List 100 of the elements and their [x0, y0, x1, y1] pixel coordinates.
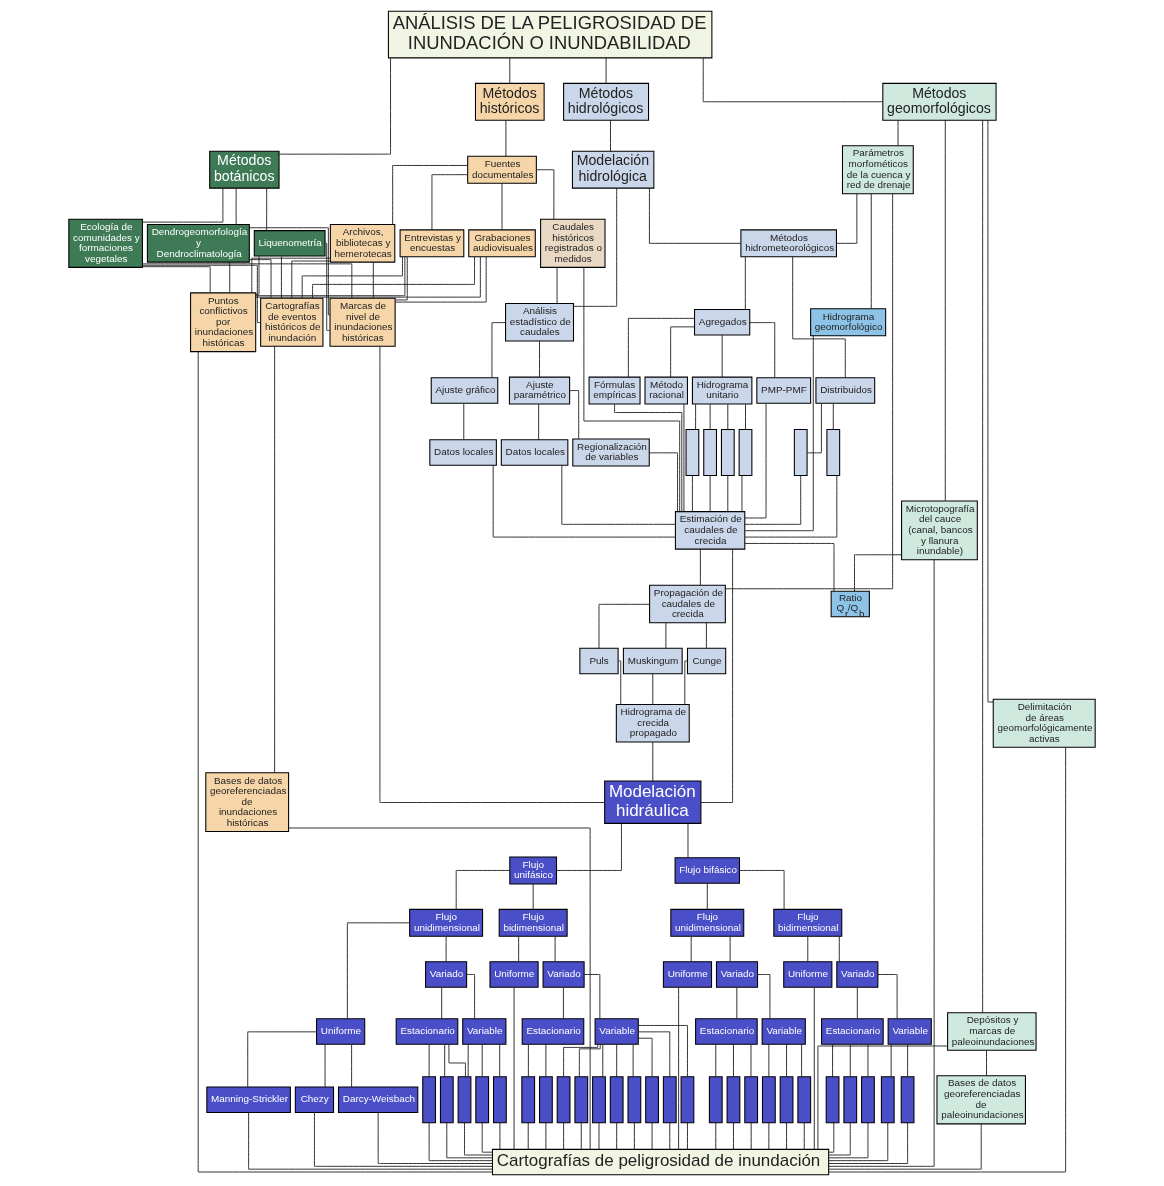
node-box	[574, 1076, 589, 1124]
connector	[801, 1043, 803, 1078]
connector	[637, 1025, 688, 1078]
node-box	[861, 1076, 875, 1124]
connector	[499, 1122, 501, 1150]
connector	[235, 187, 237, 225]
connector	[807, 935, 809, 962]
connector	[838, 935, 840, 962]
node-box	[493, 1076, 507, 1124]
connector	[583, 974, 601, 1019]
connector	[351, 1043, 353, 1088]
connector	[648, 452, 678, 513]
connector	[828, 1122, 889, 1162]
connector	[464, 1122, 493, 1156]
node-box	[826, 428, 841, 477]
node-box: Modelación hidrológica	[571, 150, 655, 189]
connector	[687, 822, 689, 859]
node-box: Parámetros morfométicos de la cuenca y red de drenaje	[841, 145, 914, 195]
node-box: Hidrograma unitario	[691, 376, 753, 405]
node-box: Datos locales	[500, 439, 569, 466]
connector	[255, 256, 481, 298]
node-box: Datos locales	[429, 439, 497, 466]
connector	[394, 256, 487, 303]
connector	[499, 1043, 501, 1078]
connector	[709, 403, 711, 430]
connector	[729, 935, 731, 962]
connector	[684, 660, 688, 705]
node-box: Variable	[594, 1018, 639, 1045]
connector	[727, 475, 729, 512]
connector	[573, 187, 618, 307]
connector	[670, 326, 695, 378]
node-box	[680, 1076, 695, 1124]
node-box: Entrevistas y encuestas	[399, 229, 465, 258]
node-box	[521, 1076, 536, 1124]
node-box: Ecología de comunidades y formaciones vegetales	[68, 218, 143, 268]
node-box	[703, 428, 717, 477]
connector	[598, 1122, 600, 1150]
connector	[744, 475, 802, 525]
connector	[197, 351, 493, 1173]
connector	[828, 1122, 835, 1153]
node-box	[422, 1076, 436, 1124]
connector	[481, 1122, 493, 1153]
node-box: PMP-PMF	[756, 377, 812, 404]
connector	[744, 475, 838, 538]
connector	[733, 1043, 734, 1078]
node-box: Fórmulas empíricas	[588, 376, 641, 405]
node-box	[556, 1076, 571, 1124]
connector	[817, 1045, 948, 1150]
node-box: Bases de datos georeferenciadas de paleoinundaciones	[936, 1075, 1026, 1125]
connector	[288, 827, 591, 1150]
connector	[431, 174, 469, 231]
node-box: Cartografías de eventos históricos de inundación	[260, 297, 324, 347]
connector	[578, 1043, 601, 1078]
node-box	[793, 428, 808, 477]
connector	[702, 57, 883, 103]
connector	[505, 119, 507, 157]
node-box: Variado	[836, 961, 879, 988]
connector	[539, 340, 540, 378]
node-box: Regionalización de variables	[572, 438, 650, 467]
connector	[944, 119, 946, 502]
node-box: Cunge	[686, 647, 727, 675]
connector	[314, 1112, 493, 1167]
connector	[445, 935, 447, 962]
connector	[463, 402, 465, 441]
connector	[786, 1043, 787, 1078]
node-box: Variable	[887, 1018, 932, 1045]
connector	[709, 475, 711, 512]
connector	[749, 322, 776, 379]
connector	[616, 1122, 618, 1150]
node-box	[744, 1076, 759, 1124]
node-box	[475, 1076, 490, 1124]
connector	[768, 1043, 770, 1078]
connector	[744, 403, 767, 519]
connector	[633, 1122, 635, 1150]
connector	[563, 1122, 565, 1150]
node-box	[662, 1076, 677, 1124]
connector	[501, 182, 503, 231]
connector	[715, 1043, 717, 1078]
connector	[856, 987, 858, 1020]
connector	[854, 554, 902, 592]
node-box: ANÁLISIS DE LA PELIGROSIDAD DE INUNDACIÓN O INUNDABILIDAD	[387, 10, 713, 59]
connector	[828, 746, 1067, 1173]
connector	[725, 193, 894, 590]
node-box	[645, 1076, 659, 1124]
connector	[768, 1122, 770, 1150]
node-box: Liquenometría	[253, 230, 326, 257]
connector	[870, 193, 872, 310]
connector	[792, 256, 846, 379]
connector	[251, 257, 331, 294]
connector	[678, 986, 680, 1150]
connector	[627, 317, 695, 378]
node-box: Muskingum	[622, 647, 683, 675]
connector	[274, 345, 276, 774]
node-box: Métodos históricos	[474, 82, 545, 121]
connector	[617, 660, 622, 705]
connector	[379, 345, 606, 803]
connector	[669, 1122, 671, 1150]
connector	[632, 1043, 634, 1078]
connector	[733, 1122, 734, 1150]
node-box: Darcy-Weisbach	[338, 1086, 419, 1114]
